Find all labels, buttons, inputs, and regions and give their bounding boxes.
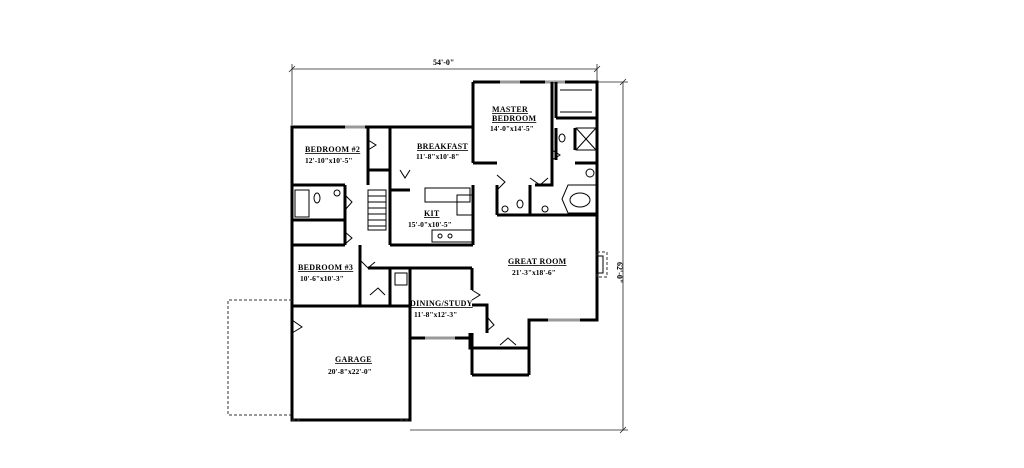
room-great-room: GREAT ROOM 21'-3"x18'-6" <box>508 257 567 277</box>
room-kitchen: KIT 15'-0"x10'-5" <box>408 209 452 229</box>
width-dimension: 54'-0" <box>288 58 601 125</box>
room-name: KIT <box>424 209 440 218</box>
room-dining-study: DINING/STUDY 11'-8"x12'-3" <box>410 299 473 319</box>
room-size: 20'-8"x22'-0" <box>328 367 372 376</box>
room-master-bedroom: MASTER BEDROOM 14'-0"x14'-5" <box>490 105 536 133</box>
room-bedroom-3: BEDROOM #3 10'-6"x10'-3" <box>298 263 353 283</box>
garage-entry-door <box>291 319 303 334</box>
room-name: BEDROOM <box>492 114 536 123</box>
room-name: DINING/STUDY <box>410 299 473 308</box>
width-dimension-text: 54'-0" <box>433 58 454 67</box>
door-swings <box>344 139 561 346</box>
room-breakfast: BREAKFAST 11'-8"x10'-8" <box>416 142 468 161</box>
room-size: 14'-0"x14'-5" <box>490 124 534 133</box>
room-size: 21'-3"x18'-6" <box>512 268 556 277</box>
room-size: 15'-0"x10'-5" <box>408 220 452 229</box>
room-name: BEDROOM #3 <box>298 263 353 272</box>
room-name: BREAKFAST <box>417 142 468 151</box>
garage-extension <box>227 299 410 421</box>
interior-walls <box>292 82 608 338</box>
room-name: GARAGE <box>335 355 372 364</box>
room-name: MASTER <box>492 105 528 114</box>
depth-dimension-text: 62'-0" <box>615 262 624 283</box>
room-bedroom-2: BEDROOM #2 12'-10"x10'-5" <box>305 145 360 165</box>
room-name: BEDROOM #2 <box>305 145 360 154</box>
room-size: 12'-10"x10'-5" <box>305 156 353 165</box>
room-garage: GARAGE 20'-8"x22'-0" <box>328 355 372 376</box>
room-size: 10'-6"x10'-3" <box>300 274 344 283</box>
depth-dimension: 62'-0" <box>410 78 628 434</box>
exterior-walls <box>290 80 599 422</box>
room-size: 11'-8"x12'-3" <box>414 310 457 319</box>
room-name: GREAT ROOM <box>508 257 567 266</box>
room-size: 11'-8"x10'-8" <box>416 152 459 161</box>
